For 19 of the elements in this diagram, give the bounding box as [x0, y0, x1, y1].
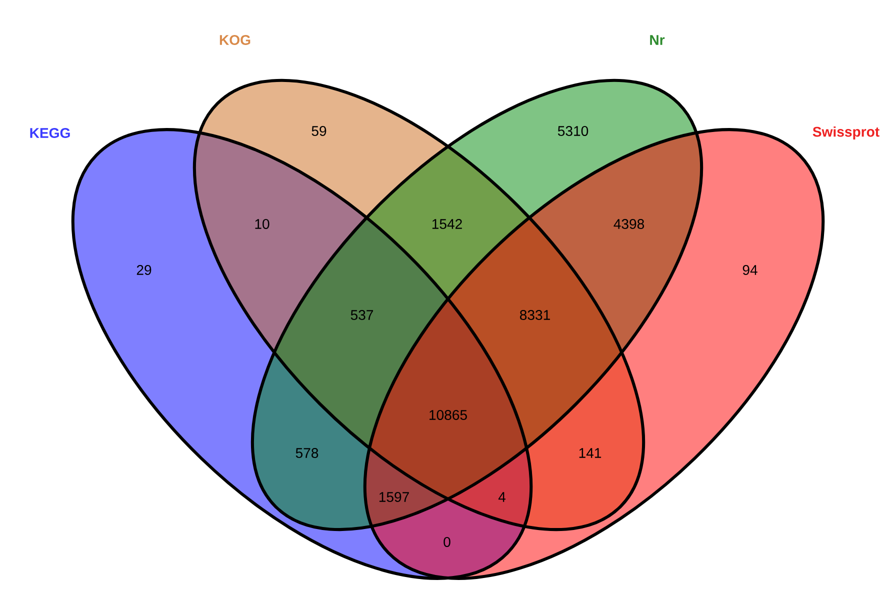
region-count: 4	[498, 492, 506, 502]
region-count: 94	[742, 265, 758, 275]
set-label: KOG	[220, 35, 250, 45]
set-label: KEGG	[30, 128, 70, 138]
set-label: Nr	[650, 35, 665, 45]
region-count: 0	[444, 537, 450, 547]
region-count: 8331	[520, 310, 550, 320]
region-count: 537	[350, 310, 374, 320]
region-count: 10	[255, 219, 270, 229]
set-label: Swissprot	[812, 126, 880, 140]
region-count: 1542	[432, 219, 462, 229]
region-count: 59	[312, 126, 326, 136]
region-count: 141	[579, 448, 602, 458]
region-count: 29	[136, 265, 152, 275]
region-count: 578	[296, 448, 318, 458]
region-count: 5310	[558, 126, 588, 136]
region-count: 4398	[614, 219, 644, 229]
region-count: 1597	[379, 492, 409, 502]
region-count: 10865	[430, 410, 467, 420]
